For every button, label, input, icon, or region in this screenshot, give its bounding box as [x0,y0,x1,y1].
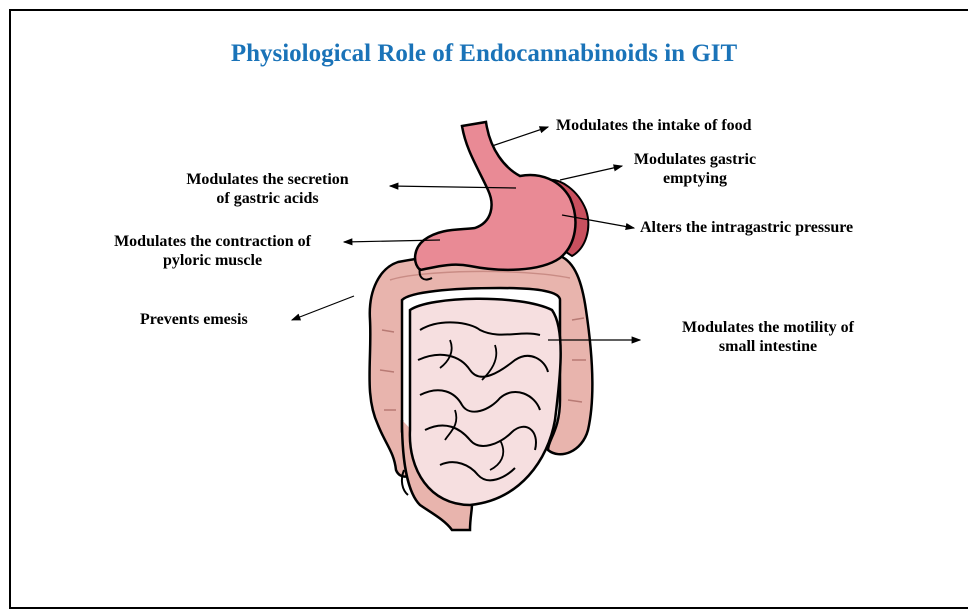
label-gastric-secretion-line1: Modulates the secretion [150,170,385,189]
label-gastric-secretion: Modulates the secretion of gastric acids [150,170,385,208]
label-intestine-motility: Modulates the motility of small intestin… [648,318,888,356]
label-gastric-emptying-line1: Modulates gastric [620,150,770,169]
label-gastric-emptying: Modulates gastric emptying [620,150,770,188]
label-pyloric-muscle: Modulates the contraction of pyloric mus… [80,232,345,270]
label-pyloric-muscle-line2: pyloric muscle [80,251,345,270]
label-gastric-secretion-line2: of gastric acids [150,189,385,208]
label-pyloric-muscle-line1: Modulates the contraction of [80,232,345,251]
label-intestine-motility-line2: small intestine [648,337,888,356]
stomach [415,122,588,280]
label-intestine-motility-line1: Modulates the motility of [648,318,888,337]
label-intragastric-pressure: Alters the intragastric pressure [640,218,853,237]
digestive-tract-illustration [0,0,968,542]
label-intake-food: Modulates the intake of food [556,116,752,135]
small-intestine [410,299,561,505]
label-prevents-emesis: Prevents emesis [140,310,248,329]
label-gastric-emptying-line2: emptying [620,169,770,188]
